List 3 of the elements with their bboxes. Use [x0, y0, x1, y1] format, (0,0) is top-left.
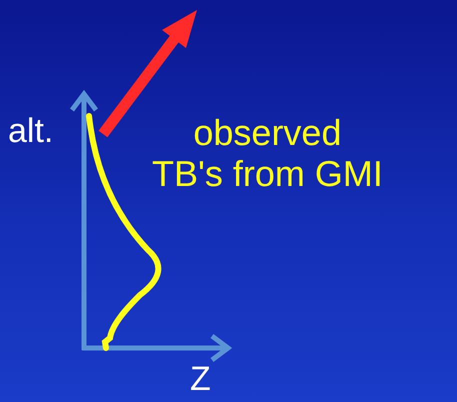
- annotation-text: observed TB's from GMI: [152, 112, 383, 195]
- axis-label: alt.: [8, 112, 54, 152]
- axis-label: Z: [190, 360, 211, 400]
